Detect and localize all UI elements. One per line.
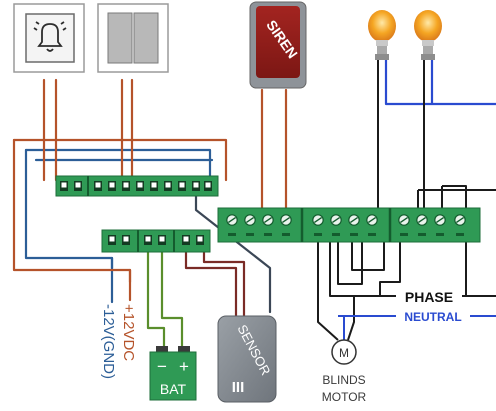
lamp-neutral-wires bbox=[384, 60, 496, 106]
battery-minus-label: − bbox=[157, 357, 167, 376]
sensor-wires bbox=[184, 252, 246, 316]
double-switch-panel bbox=[97, 3, 169, 73]
wire-relay-to-phase bbox=[379, 240, 401, 296]
bell-icon bbox=[33, 21, 67, 52]
relay-terminal-strip bbox=[217, 207, 481, 243]
motion-sensor: SENSOR III bbox=[217, 315, 277, 403]
wire-motor-right bbox=[347, 296, 355, 341]
battery: − + BAT bbox=[149, 346, 197, 401]
black-wires bbox=[317, 60, 496, 341]
wire-blue-top-loop bbox=[24, 148, 212, 180]
battery-label: BAT bbox=[160, 381, 187, 397]
wire-lamp1-neutral bbox=[384, 60, 496, 106]
neutral-line bbox=[338, 315, 496, 340]
terminal-block-lower bbox=[101, 229, 211, 253]
blinds-motor: M BLINDS MOTOR bbox=[322, 339, 367, 404]
wire-motor-loop-2 bbox=[351, 240, 385, 271]
wire-sensor-red-1 bbox=[184, 252, 238, 316]
brown-wires bbox=[12, 78, 288, 302]
lamp-2 bbox=[414, 10, 442, 60]
sensor-mark: III bbox=[232, 379, 245, 396]
siren: SIREN bbox=[249, 1, 307, 89]
wire-relay-bridge-b bbox=[442, 185, 467, 210]
battery-wires bbox=[146, 252, 184, 350]
motor-label-line2: MOTOR bbox=[322, 390, 367, 404]
terminal-block-upper bbox=[55, 175, 219, 197]
wire-bat-plus bbox=[160, 252, 184, 350]
wire-motor-phase bbox=[329, 240, 396, 297]
neutral-label: NEUTRAL bbox=[404, 310, 461, 324]
lamp-1 bbox=[368, 10, 396, 60]
bell-keypad bbox=[13, 3, 85, 73]
supply-positive-label: +12VDC bbox=[120, 304, 137, 361]
battery-plus-label: + bbox=[179, 357, 189, 376]
wire-motor-loop-1 bbox=[337, 240, 363, 285]
wire-blue-gnd-feed bbox=[24, 148, 114, 270]
supply-negative-label: -12V(GND) bbox=[100, 304, 117, 379]
wire-bat-minus bbox=[146, 252, 166, 350]
phase-label: PHASE bbox=[405, 289, 453, 305]
wire-motor-left bbox=[317, 240, 339, 341]
motor-label-line1: BLINDS bbox=[322, 373, 365, 387]
wire-sensor-red-2 bbox=[202, 252, 246, 316]
wire-brown-top-loop bbox=[12, 138, 228, 182]
motor-symbol: M bbox=[339, 346, 349, 360]
